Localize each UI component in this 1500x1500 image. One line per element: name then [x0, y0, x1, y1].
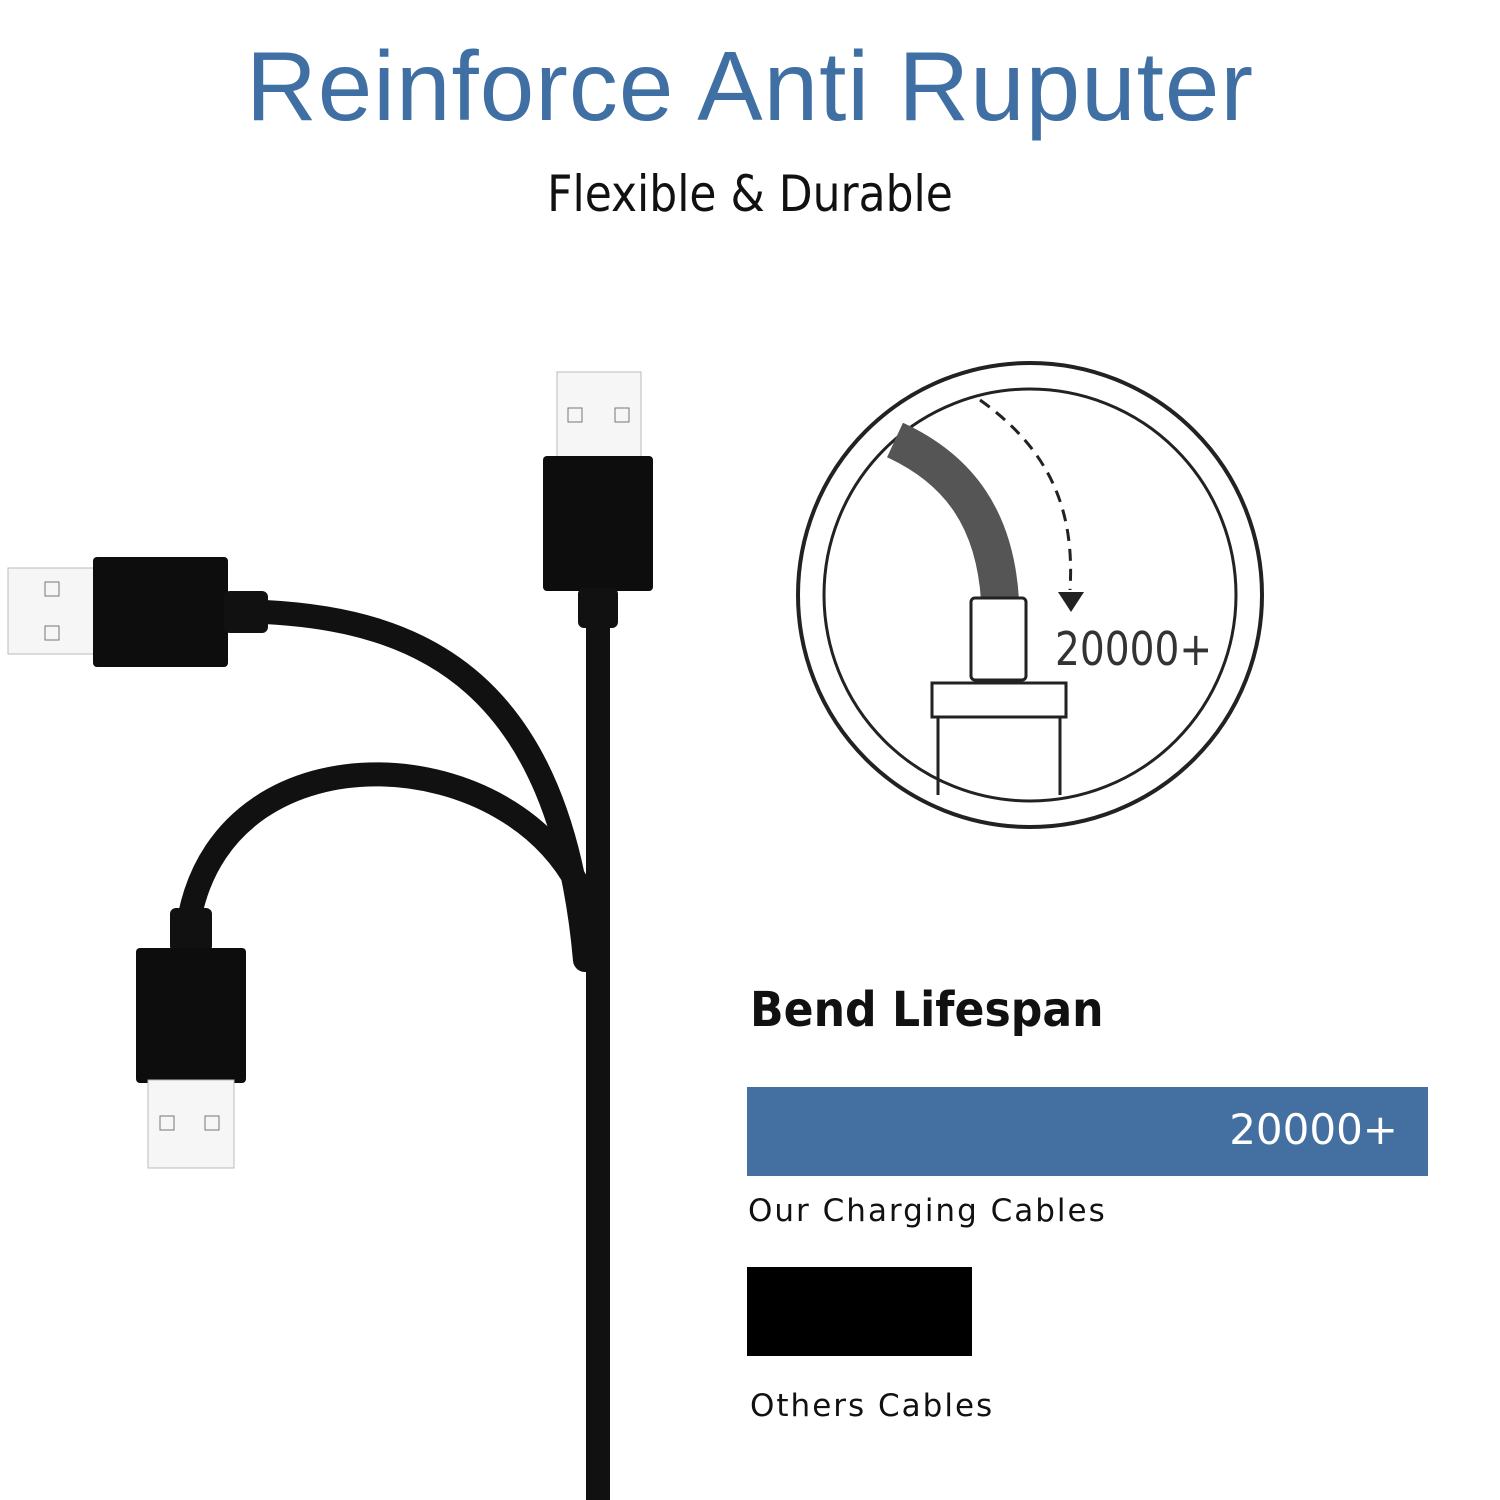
our-cables-bar: 20000+ [747, 1087, 1428, 1176]
usb-connector-bottom [136, 908, 246, 1169]
lower-branch-cable [178, 762, 597, 927]
our-cables-value: 20000+ [1229, 1105, 1398, 1154]
page-title: Reinforce Anti Ruputer [246, 31, 1254, 141]
bend-test-icon [796, 361, 1264, 829]
our-cables-label: Our Charging Cables [748, 1193, 1107, 1229]
other-cables-label: Others Cables [750, 1388, 995, 1424]
bend-lifespan-heading: Bend Lifespan [750, 982, 1104, 1038]
other-cables-bar [747, 1267, 972, 1356]
usb-connector-left [7, 557, 268, 667]
bend-count-label: 20000+ [1055, 623, 1212, 677]
usb-connector-top [543, 371, 653, 628]
subtitle: Flexible & Durable [547, 165, 953, 223]
usb-cables [178, 600, 610, 1500]
